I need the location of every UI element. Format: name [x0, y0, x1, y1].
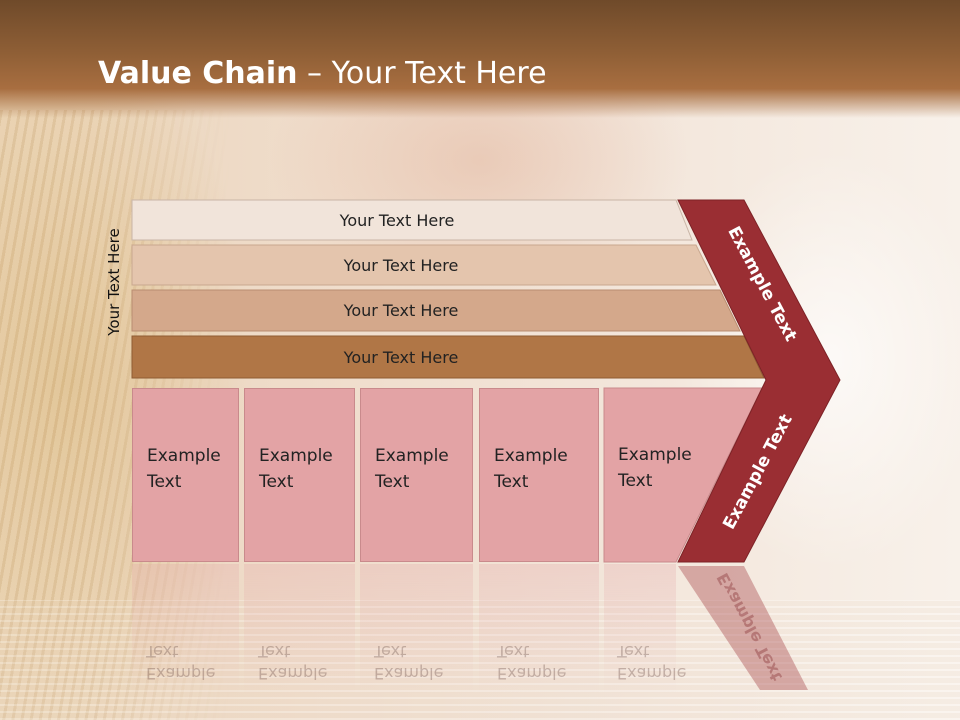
band-shape-3: [131, 289, 741, 332]
box-shape-5: [603, 387, 763, 563]
band-1: Your Text Here: [132, 200, 692, 240]
band-4: Your Text Here: [132, 336, 700, 378]
band-1-label: Your Text Here: [339, 210, 455, 230]
box-1-line1: Example: [147, 446, 221, 466]
reflection-box-4: [479, 564, 599, 694]
band-shape-1: [131, 199, 693, 241]
reflection-text-3-line1: Example: [374, 664, 444, 683]
reflection-text-4-line2: Text: [497, 642, 530, 661]
band-2: Your Text Here: [132, 245, 700, 285]
title-rest: – Your Text Here: [297, 56, 547, 91]
reflection-text-2-line1: Example: [258, 664, 328, 683]
reflection-text-5: Example Text: [617, 640, 686, 684]
reflection-box-3: [360, 564, 473, 694]
reflection-text-2: Example Text: [258, 640, 327, 684]
reflection-text-2-line2: Text: [258, 642, 291, 661]
diagram-reflection: Example Text Example Text Example Text Exam…: [0, 564, 960, 720]
box-3-line2: Text: [375, 472, 410, 492]
band-3-label: Your Text Here: [343, 301, 459, 320]
reflection-box-2: [244, 564, 355, 694]
band-shape-2: [131, 244, 717, 286]
box-1-line2: Text: [147, 472, 182, 492]
slide-title: Value Chain – Your Text Here: [98, 56, 547, 91]
reflection-text-1-line1: Example: [146, 664, 216, 683]
box-2-line2: Text: [259, 472, 294, 492]
reflection-chevron-label: Example Text: [713, 569, 786, 685]
box-5-line1: Example: [618, 445, 692, 465]
reflection-text-5-line2: Text: [617, 642, 650, 661]
band-2-label: Your Text Here: [343, 255, 459, 275]
box-4-line2: Text: [494, 472, 529, 492]
reflection-box-1: [132, 564, 239, 694]
chevron-shape: [677, 199, 841, 563]
title-bold: Value Chain: [98, 56, 298, 91]
header-bar: [0, 0, 960, 118]
band-3: Your Text Here: [132, 290, 700, 331]
box-5-line2: Text: [618, 471, 653, 491]
reflection-text-4-line1: Example: [497, 664, 567, 683]
water-reflection-texture: [0, 600, 960, 720]
box-4-line1: Example: [494, 446, 568, 466]
band-shape-4: [131, 335, 765, 379]
chevron-reflection: [678, 566, 808, 690]
reflection-text-3-line2: Text: [374, 642, 407, 661]
reflection-text-1: Example Text: [146, 640, 215, 684]
box-3-line1: Example: [375, 446, 449, 466]
reflection-text-1-line2: Text: [146, 642, 179, 661]
reflection-box-5: [604, 564, 676, 694]
box-2-line1: Example: [259, 446, 333, 466]
band-4-label: Your Text Here: [343, 347, 459, 367]
reflection-text-3: Example Text: [374, 640, 443, 684]
reflection-text-4: Example Text: [497, 640, 566, 684]
reflection-text-5-line1: Example: [617, 664, 687, 683]
